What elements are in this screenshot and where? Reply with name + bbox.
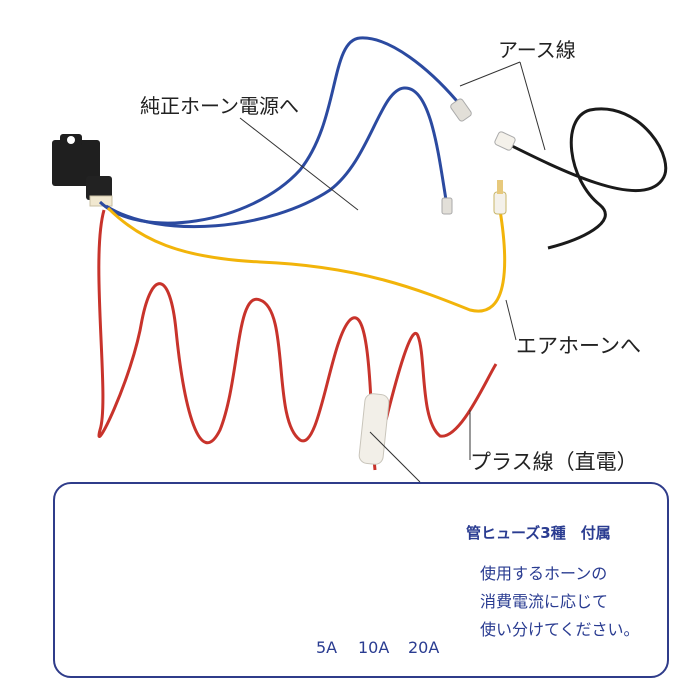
fuse-info-description: 使用するホーンの 消費電流に応じて 使い分けてください。: [480, 560, 640, 644]
red-wire: [97, 209, 498, 471]
fuse-label-20a: 20A: [408, 638, 440, 657]
callout-plus-wire: プラス線（直電）: [470, 450, 638, 474]
fuse-info-title: 管ヒューズ3種 付属: [466, 524, 611, 542]
blue-wire-pair: [98, 36, 464, 229]
callout-air-horn: エアホーンへ: [516, 334, 641, 358]
black-ground-wire: [494, 107, 668, 250]
fuse-info-line-2: 消費電流に応じて: [480, 592, 609, 611]
leader-lines: [239, 61, 546, 483]
fuse-label-10a: 10A: [358, 638, 390, 657]
callout-horn-power: 純正ホーン電源へ: [140, 94, 299, 118]
relay-unit: [52, 134, 113, 207]
blue-wire-terminals: [441, 98, 472, 215]
fuse-info-line-1: 使用するホーンの: [480, 564, 608, 583]
callout-earth-wire: アース線: [498, 38, 576, 62]
fuse-label-5a: 5A: [316, 638, 338, 657]
fuse-holder: [358, 393, 390, 465]
fuse-info-panel: [53, 482, 669, 678]
fuse-info-line-3: 使い分けてください。: [480, 620, 640, 639]
yellow-wire: [106, 180, 507, 313]
